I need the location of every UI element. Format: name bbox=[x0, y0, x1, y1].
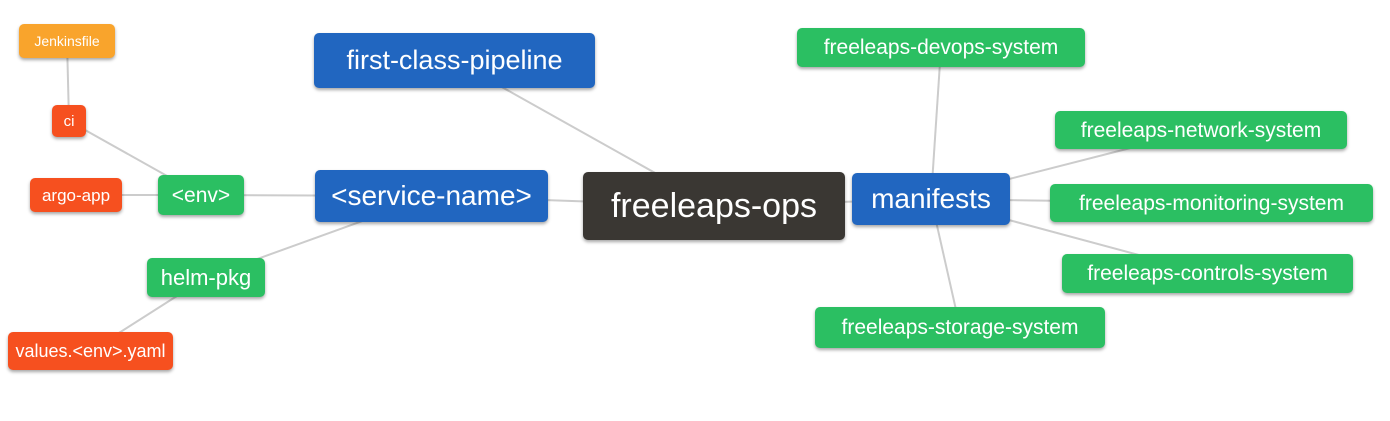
node-freeleaps-storage-system[interactable]: freeleaps-storage-system bbox=[815, 307, 1105, 348]
node-freeleaps-ops[interactable]: freeleaps-ops bbox=[583, 172, 845, 240]
node-service-name[interactable]: <service-name> bbox=[315, 170, 548, 222]
node-manifests[interactable]: manifests bbox=[852, 173, 1010, 225]
node-argo-app[interactable]: argo-app bbox=[30, 178, 122, 212]
node-freeleaps-monitoring-system[interactable]: freeleaps-monitoring-system bbox=[1050, 184, 1373, 222]
node-helm-pkg[interactable]: helm-pkg bbox=[147, 258, 265, 297]
node-jenkinsfile[interactable]: Jenkinsfile bbox=[19, 24, 115, 58]
node-values-env-yaml[interactable]: values.<env>.yaml bbox=[8, 332, 173, 370]
node-freeleaps-controls-system[interactable]: freeleaps-controls-system bbox=[1062, 254, 1353, 293]
node-freeleaps-network-system[interactable]: freeleaps-network-system bbox=[1055, 111, 1347, 149]
node-env[interactable]: <env> bbox=[158, 175, 244, 215]
node-ci[interactable]: ci bbox=[52, 105, 86, 137]
node-freeleaps-devops-system[interactable]: freeleaps-devops-system bbox=[797, 28, 1085, 67]
node-first-class-pipeline[interactable]: first-class-pipeline bbox=[314, 33, 595, 88]
